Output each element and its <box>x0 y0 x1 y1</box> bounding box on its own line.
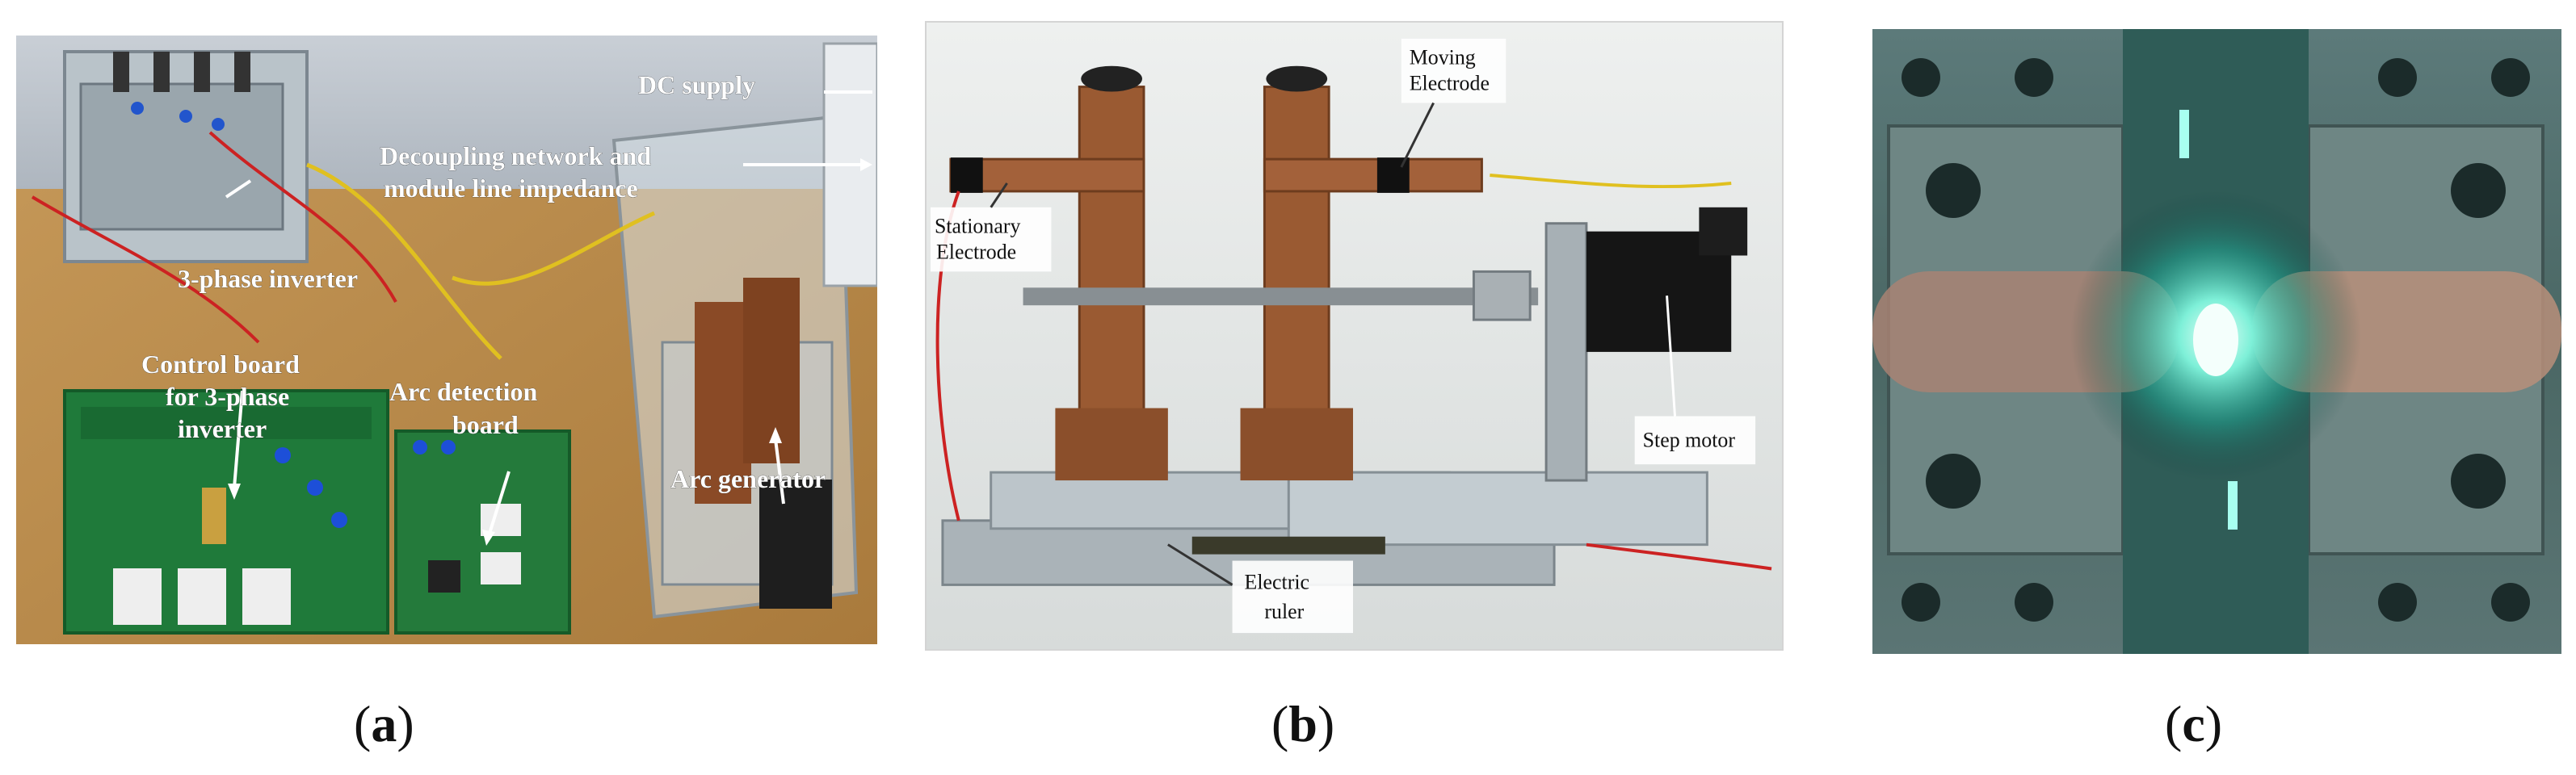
label-decoupling-line2: module line impedance <box>384 174 638 203</box>
label-step-motor: Step motor <box>1643 428 1736 451</box>
caption-b: (b) <box>1271 695 1335 752</box>
caption-c: (c) <box>2165 695 2223 752</box>
label-ruler-line1: Electric <box>1245 570 1310 593</box>
label-control-line1: Control board <box>141 350 300 379</box>
photo-panel-a: DC supply Decoupling network and module … <box>16 36 877 644</box>
electrode-rig-photo: Moving Electrode Stationary Electrode St… <box>927 23 1782 649</box>
label-ruler-line2: ruler <box>1264 600 1304 623</box>
label-arc-detect-line2: board <box>452 410 519 439</box>
control-board <box>63 389 389 635</box>
label-decoupling-line1: Decoupling network and <box>380 141 651 170</box>
arc-detection-board <box>394 429 571 635</box>
caption-a-letter: a <box>371 695 397 752</box>
photo-panel-c <box>1872 29 2561 654</box>
label-inverter: 3-phase inverter <box>178 264 358 293</box>
arc-generator-box <box>611 114 859 619</box>
photo-panel-b: Moving Electrode Stationary Electrode St… <box>925 21 1784 651</box>
label-moving-line2: Electrode <box>1410 72 1490 95</box>
label-stationary-line2: Electrode <box>936 241 1016 264</box>
inverter-cage <box>63 50 309 263</box>
label-dc-supply: DC supply <box>638 70 755 99</box>
caption-a: (a) <box>354 695 414 752</box>
caption-c-letter: c <box>2182 695 2205 752</box>
label-stationary-line1: Stationary <box>935 215 1020 238</box>
test-bench-photo: DC supply Decoupling network and module … <box>16 36 877 644</box>
label-arc-detect-line1: Arc detection <box>389 377 538 406</box>
arc-glow-photo <box>1872 29 2561 654</box>
label-control-line3: inverter <box>178 414 267 443</box>
label-arc-generator: Arc generator <box>670 464 826 493</box>
caption-b-letter: b <box>1288 695 1317 752</box>
label-control-line2: for 3-phase <box>166 382 289 411</box>
label-moving-line1: Moving <box>1410 46 1476 69</box>
